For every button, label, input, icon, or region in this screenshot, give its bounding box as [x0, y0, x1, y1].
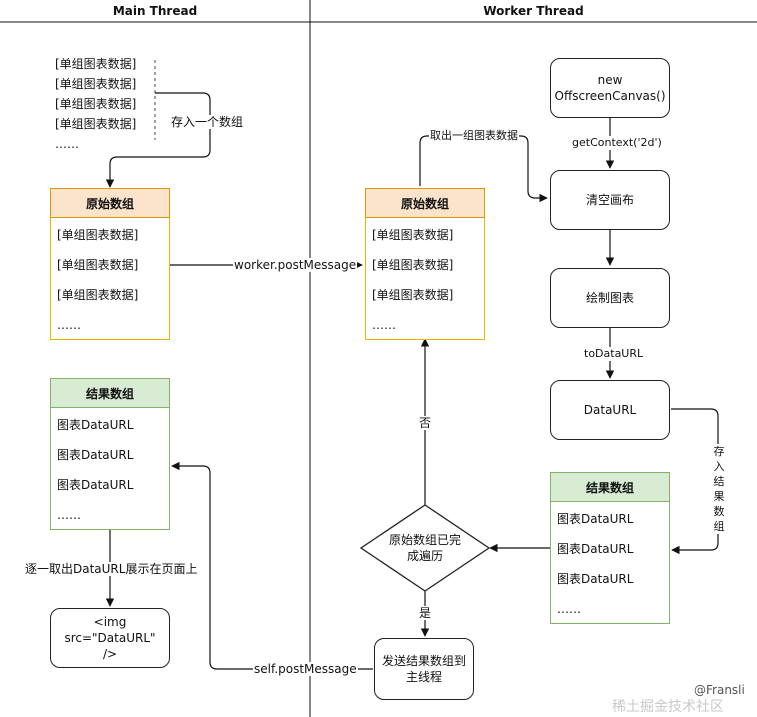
main-result-array-row: …… — [57, 508, 81, 522]
dataurl-box: DataURL — [550, 380, 670, 440]
decision-diamond — [359, 504, 491, 592]
take-edge — [419, 135, 548, 203]
worker-raw-array: 原始数组 [单组图表数据] [单组图表数据] [单组图表数据] …… — [365, 188, 485, 340]
queue-item: [单组图表数据] — [55, 117, 137, 131]
self-post-edge — [171, 461, 373, 670]
worker-result-array-row: 图表DataURL — [557, 512, 634, 526]
worker-post-label: worker.postMessage — [233, 258, 358, 272]
queue-item: [单组图表数据] — [55, 57, 137, 71]
worker-result-array-row: 图表DataURL — [557, 542, 634, 556]
main-raw-array: 原始数组 [单组图表数据] [单组图表数据] [单组图表数据] …… — [50, 188, 170, 340]
main-thread-title: Main Thread — [112, 4, 198, 18]
clear-canvas-box: 清空画布 — [550, 170, 670, 230]
offscreen-canvas-box: new OffscreenCanvas() — [550, 58, 670, 118]
yes-label: 是 — [418, 606, 433, 620]
main-raw-array-title: 原始数组 — [50, 188, 170, 218]
main-result-array-row: 图表DataURL — [57, 448, 134, 462]
queue-item: [单组图表数据] — [55, 77, 137, 91]
send-result-box: 发送结果数组到主线程 — [374, 638, 474, 700]
worker-result-array-row: 图表DataURL — [557, 572, 634, 586]
take-label: 取出一组图表数据 — [429, 129, 519, 143]
worker-raw-array-title: 原始数组 — [365, 188, 485, 218]
img-box: <img src="DataURL" /> — [50, 608, 170, 668]
worker-raw-array-row: …… — [372, 318, 396, 332]
worker-raw-array-row: [单组图表数据] — [372, 258, 454, 272]
to-data-url-label: toDataURL — [583, 347, 645, 361]
queue-item: …… — [55, 137, 79, 151]
watermark-site: 稀土掘金技术社区 — [612, 699, 724, 715]
main-raw-array-row: [单组图表数据] — [57, 258, 139, 272]
push-edge — [105, 92, 211, 188]
push-label: 存入一个数组 — [170, 115, 245, 129]
get-context-label: getContext('2d') — [571, 136, 663, 150]
worker-raw-array-row: [单组图表数据] — [372, 228, 454, 242]
main-raw-array-row: …… — [57, 318, 81, 332]
worker-result-array-title: 结果数组 — [550, 472, 670, 502]
draw-chart-box: 绘制图表 — [550, 268, 670, 328]
main-result-array-title: 结果数组 — [50, 378, 170, 408]
queue-item: [单组图表数据] — [55, 97, 137, 111]
store-label: 存入结果数组 — [712, 444, 726, 534]
decision-text: 原始数组已完成遍历 — [388, 533, 461, 563]
worker-result-array-row: …… — [557, 602, 581, 616]
worker-thread-title: Worker Thread — [483, 4, 584, 18]
main-raw-array-row: [单组图表数据] — [57, 288, 139, 302]
main-result-array: 结果数组 图表DataURL 图表DataURL 图表DataURL …… — [50, 378, 170, 530]
main-result-array-row: 图表DataURL — [57, 418, 134, 432]
self-post-label: self.postMessage — [253, 662, 358, 676]
main-result-array-row: 图表DataURL — [57, 478, 134, 492]
store-edge — [671, 408, 719, 555]
display-label: 逐一取出DataURL展示在页面上 — [24, 562, 199, 576]
no-label: 否 — [418, 416, 433, 430]
worker-result-array: 结果数组 图表DataURL 图表DataURL 图表DataURL …… — [550, 472, 670, 624]
main-raw-array-row: [单组图表数据] — [57, 228, 139, 242]
worker-raw-array-row: [单组图表数据] — [372, 288, 454, 302]
watermark-author: @Fransli — [694, 683, 745, 697]
